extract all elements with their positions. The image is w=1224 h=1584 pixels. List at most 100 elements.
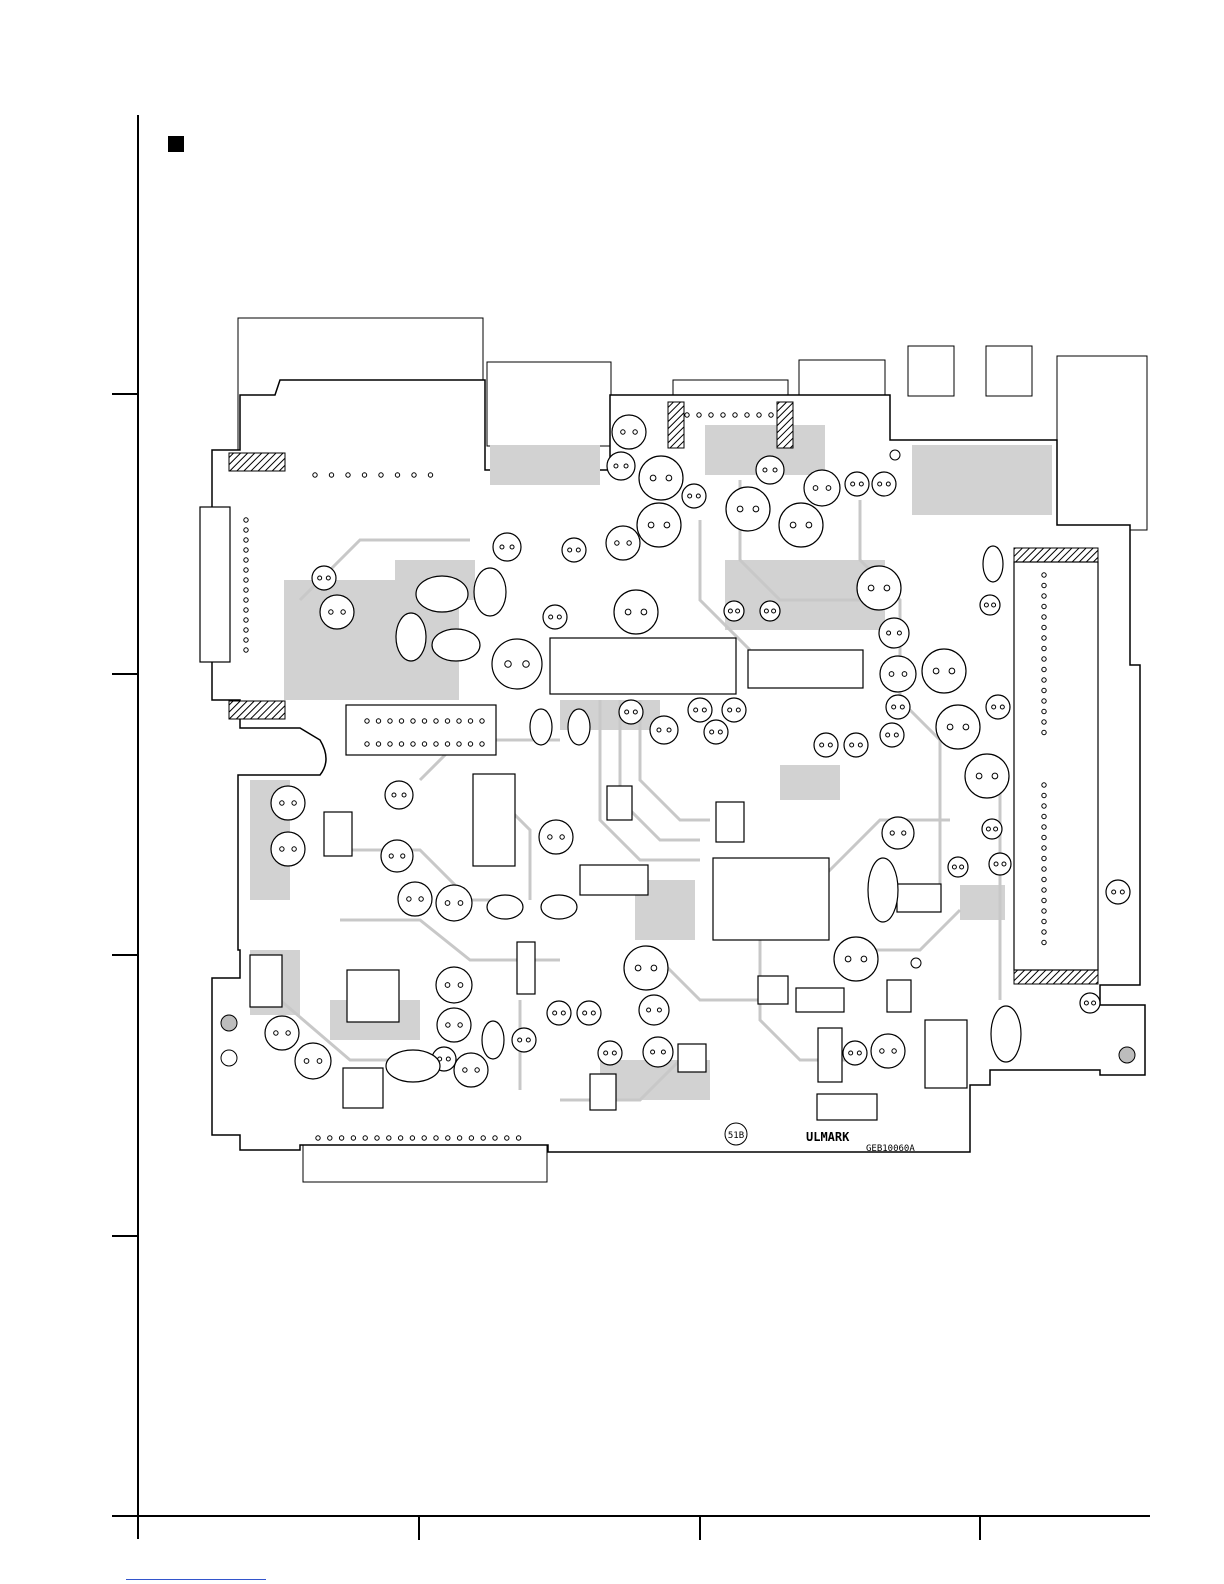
connector-pin (468, 742, 472, 746)
connector-pin (422, 1136, 426, 1140)
pad-hole (890, 831, 894, 835)
pad-hole (736, 708, 740, 712)
pad-hole (657, 728, 661, 732)
pad-hole (647, 1008, 651, 1012)
connector-pin (1042, 594, 1046, 598)
pad-hole (317, 1059, 322, 1064)
connector-pin (1042, 699, 1046, 703)
pad-hole (1112, 890, 1116, 894)
connector-pin (399, 719, 403, 723)
pad-hole (820, 743, 824, 747)
connector-pin (376, 742, 380, 746)
pad-hole (949, 668, 955, 674)
pad-hole (633, 430, 637, 434)
connector-pin (757, 413, 761, 417)
pad-hole (615, 541, 619, 545)
connector-pin (493, 1136, 497, 1140)
pad-hole (549, 615, 553, 619)
connector-pin (398, 1136, 402, 1140)
capacitor-footprint (437, 1008, 471, 1042)
connector-pin (375, 1136, 379, 1140)
connector-pin (328, 1136, 332, 1140)
pad-hole (304, 1059, 309, 1064)
pad-hole (806, 522, 812, 528)
pad-hole (960, 865, 964, 869)
connector-pin (434, 742, 438, 746)
connector-pin (1042, 625, 1046, 629)
connector-pin (244, 638, 248, 642)
connector-pin (244, 608, 248, 612)
connector-pin (1042, 825, 1046, 829)
connector-pin (244, 628, 248, 632)
capacitor-footprint (834, 937, 878, 981)
connector-pin (1042, 730, 1046, 734)
pad-hole (773, 468, 777, 472)
connector-pin (329, 473, 333, 477)
connector-pin (445, 719, 449, 723)
connector-pin (1042, 583, 1046, 587)
pad-hole (878, 482, 882, 486)
connector-pin (745, 413, 749, 417)
pad-hole (510, 545, 514, 549)
capacitor-footprint (760, 601, 780, 621)
connector-pin (339, 1136, 343, 1140)
capacitor-footprint (980, 595, 1000, 615)
pad-hole (661, 1050, 665, 1054)
pad-hole (505, 661, 512, 668)
pad-hole (389, 854, 393, 858)
pad-hole (952, 865, 956, 869)
pad-hole (401, 854, 405, 858)
capacitor-footprint (381, 840, 413, 872)
connector-pin (379, 473, 383, 477)
connector-pin (362, 473, 366, 477)
pad-hole (650, 475, 656, 481)
pad-hole (419, 897, 423, 901)
board-part-number: GEB10060A (866, 1144, 915, 1154)
pad-hole (526, 1038, 530, 1042)
pad-hole (736, 609, 740, 613)
connector-pin (244, 648, 248, 652)
connector-pin (244, 598, 248, 602)
capacitor-footprint (724, 601, 744, 621)
pad-hole (612, 1051, 616, 1055)
connector-pin (244, 558, 248, 562)
pad-hole (886, 733, 890, 737)
connector-pin (1042, 814, 1046, 818)
connector-pin (1042, 877, 1046, 881)
pad-hole (994, 862, 998, 866)
connector-pin (445, 742, 449, 746)
capacitor-footprint (539, 820, 573, 854)
pad-hole (1092, 1001, 1096, 1005)
connector-pin (457, 1136, 461, 1140)
connector-pin (411, 742, 415, 746)
connector-pin (1042, 604, 1046, 608)
pad-hole (627, 541, 631, 545)
capacitor-footprint (989, 853, 1011, 875)
pad-hole (886, 482, 890, 486)
capacitor-footprint (639, 995, 669, 1025)
pad-hole (947, 724, 953, 730)
connector-pin (244, 578, 248, 582)
pad-hole (280, 847, 284, 851)
pad-hole (688, 494, 692, 498)
pad-hole (887, 631, 891, 635)
capacitor-footprint (643, 1037, 673, 1067)
pad-hole (651, 1050, 655, 1054)
pad-hole (280, 801, 284, 805)
pad-hole (897, 631, 901, 635)
capacitor-footprint (682, 484, 706, 508)
pad-hole (621, 430, 625, 434)
pad-hole (857, 1051, 861, 1055)
pad-hole (667, 728, 671, 732)
connector-pin (1042, 709, 1046, 713)
connector-pin (388, 742, 392, 746)
footer-link-underline (126, 1579, 266, 1580)
pad-hole (657, 1008, 661, 1012)
pad-hole (894, 733, 898, 737)
capacitor-footprint (543, 605, 567, 629)
connector-pin (1042, 909, 1046, 913)
pad-hole (458, 901, 463, 906)
connector-pin (434, 1136, 438, 1140)
connector-pin (365, 719, 369, 723)
